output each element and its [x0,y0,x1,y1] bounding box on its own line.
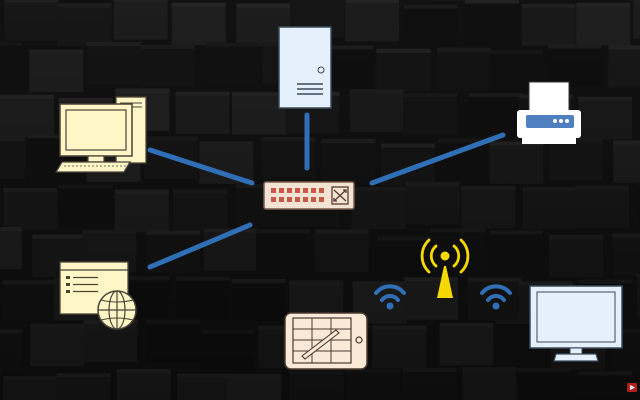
wired-links [147,112,506,270]
corner-logo-icon [627,383,637,392]
tablet-stylus-icon [284,312,368,370]
wifi-signal-right-icon [480,284,512,310]
web-page-globe-icon [59,261,137,330]
link-desktop-switch [147,147,255,186]
monitor-icon [529,285,623,362]
antenna-tower-icon [420,238,470,298]
desktop-computer-icon [54,96,147,173]
printer-icon [517,81,581,144]
link-printer-switch [369,132,506,186]
server-tower-icon [278,26,332,109]
network-switch-icon [263,181,355,210]
wifi-signal-left-icon [374,284,406,310]
link-webpage-switch [147,222,253,270]
